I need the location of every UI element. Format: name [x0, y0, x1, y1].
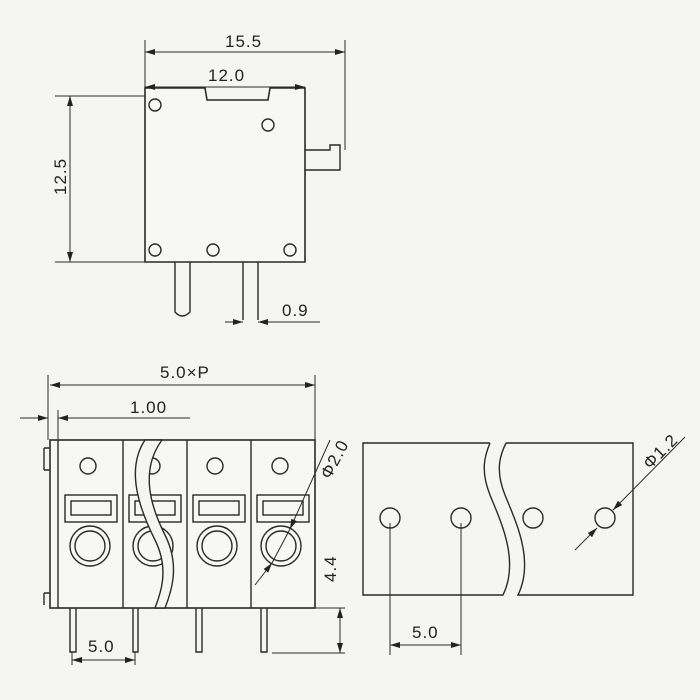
dim-wire-hole: Φ2.0 — [317, 437, 353, 482]
pcb-layout: 5.0 Φ1.2 — [362, 430, 686, 655]
front-view: 5.0×P 1.00 Φ2.0 4.4 5.0 — [20, 363, 353, 665]
dim-height: 12.5 — [51, 158, 70, 195]
dim-edge-offset: 1.00 — [130, 398, 167, 417]
dim-body-width: 12.0 — [208, 66, 245, 85]
release-tab — [305, 144, 341, 171]
dim-pin-length: 4.4 — [321, 555, 340, 582]
dim-pitch: 5.0 — [88, 637, 115, 656]
dim-pcb-pitch: 5.0 — [412, 623, 439, 642]
dim-length: 5.0×P — [160, 363, 210, 382]
side-view: 15.5 12.0 12.5 0.9 — [51, 32, 346, 325]
dim-pin-width: 0.9 — [282, 301, 309, 320]
break-line — [134, 439, 175, 609]
dim-overall-width: 15.5 — [225, 32, 262, 51]
dim-hole-diameter: Φ1.2 — [639, 430, 682, 473]
pin — [242, 262, 259, 320]
pin — [174, 262, 191, 317]
